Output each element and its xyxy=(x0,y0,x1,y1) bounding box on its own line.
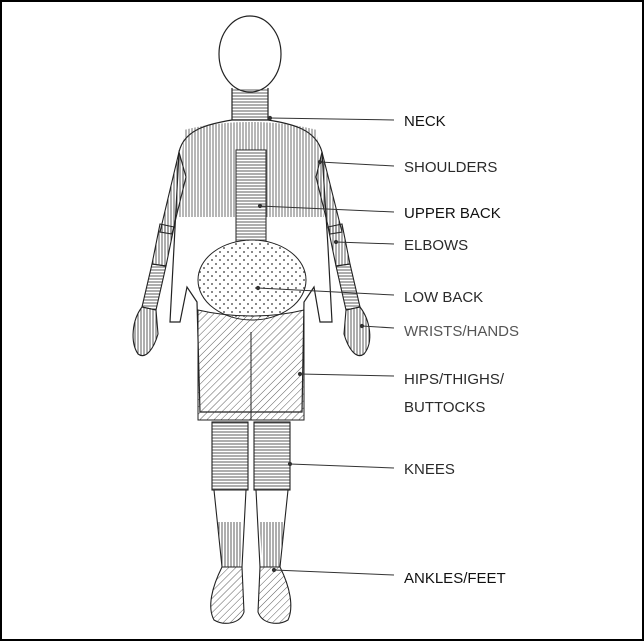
right-elbow xyxy=(328,224,350,266)
label-elbows: ELBOWS xyxy=(404,237,468,254)
label-knees: KNEES xyxy=(404,461,455,478)
left-foot xyxy=(211,567,244,623)
label-neck: NECK xyxy=(404,113,446,130)
label-hips-line2: BUTTOCKS xyxy=(404,399,485,416)
left-hand xyxy=(133,307,158,356)
left-knee xyxy=(212,422,248,490)
left-elbow xyxy=(152,224,174,266)
region-labels: NECK SHOULDERS UPPER BACK ELBOWS LOW BAC… xyxy=(404,113,519,587)
left-forearm xyxy=(142,264,166,310)
label-wrists-hands: WRISTS/HANDS xyxy=(404,323,519,340)
label-ankles-feet: ANKLES/FEET xyxy=(404,570,506,587)
legs xyxy=(211,422,291,623)
right-forearm xyxy=(336,264,360,310)
label-shoulders: SHOULDERS xyxy=(404,159,497,176)
neck xyxy=(232,88,268,120)
right-hand xyxy=(344,307,370,356)
label-hips-line1: HIPS/THIGHS/ xyxy=(404,371,505,388)
label-upper-back: UPPER BACK xyxy=(404,205,501,222)
right-knee xyxy=(254,422,290,490)
label-low-back: LOW BACK xyxy=(404,289,483,306)
head xyxy=(219,16,281,92)
right-foot xyxy=(258,567,291,623)
